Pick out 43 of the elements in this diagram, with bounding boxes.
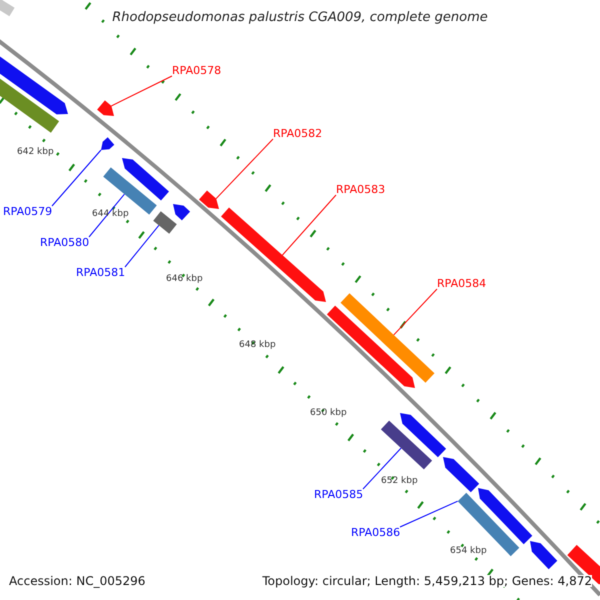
gene-block [443, 457, 480, 492]
gene-block [97, 100, 114, 116]
gene-label: RPA0582 [273, 128, 322, 139]
gene-block [221, 208, 326, 302]
genome-summary-text: Topology: circular; Length: 5,459,213 bp; Genes: 4,872 [262, 575, 592, 587]
gene-label: RPA0580 [40, 237, 90, 248]
gene-block [173, 204, 190, 220]
gene-label: RPA0581 [76, 267, 126, 278]
leader-line [52, 150, 102, 206]
gene-block [153, 211, 177, 234]
leader-line [124, 224, 160, 268]
accession-text: Accession: NC_005296 [9, 575, 146, 587]
gene-block [199, 190, 219, 209]
gene-block [101, 137, 114, 150]
gene-label: RPA0578 [172, 65, 222, 76]
gene-block [380, 420, 432, 470]
title: Rhodopseudomonas palustris CGA009, complete genome [111, 11, 489, 24]
gene-label: RPA0586 [351, 527, 400, 538]
scale-label: 650 kbp [310, 409, 347, 418]
gene-block [478, 488, 532, 544]
gene-block [326, 306, 415, 388]
gene-label: RPA0585 [314, 489, 364, 500]
leader-line [393, 288, 438, 336]
leader-line [216, 138, 274, 200]
scale-label: 654 kbp [450, 547, 487, 556]
gene-block [122, 158, 169, 200]
leader-line [110, 76, 172, 106]
leader-line [282, 194, 336, 256]
scale-label: 652 kbp [381, 477, 418, 486]
gene-label: RPA0583 [336, 184, 386, 195]
leader-line [400, 500, 458, 528]
gene-block [340, 293, 434, 383]
leader-line [362, 448, 402, 490]
gene-block [400, 413, 446, 458]
gene-label: RPA0584 [437, 278, 486, 289]
scale-label: 646 kbp [166, 275, 203, 284]
scale-label: 642 kbp [17, 148, 54, 157]
gene-label: RPA0579 [3, 206, 52, 217]
gene-block [0, 0, 15, 16]
leader-line [88, 194, 125, 238]
scale-label: 648 kbp [239, 341, 276, 350]
scale-label: 644 kbp [92, 210, 129, 219]
gene-block [530, 541, 558, 570]
